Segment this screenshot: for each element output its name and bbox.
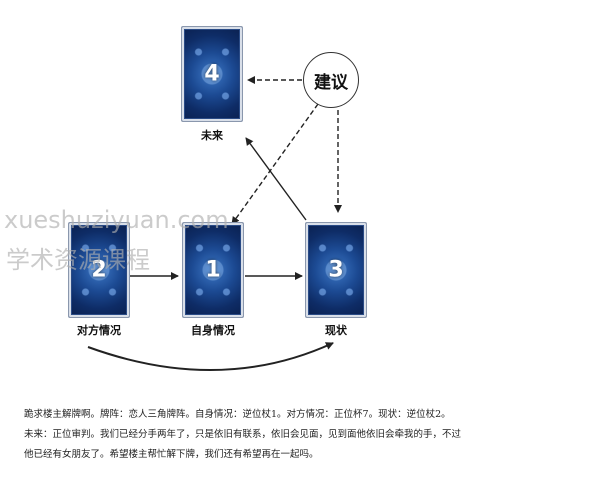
card-label-future: 未来 (201, 129, 223, 142)
card-label-present: 现状 (325, 324, 347, 337)
card-label-self: 自身情况 (191, 324, 235, 337)
arrow-present-to-future (245, 137, 307, 221)
arrow-other-to-present-curve (87, 342, 334, 372)
card-back-pattern (186, 226, 240, 314)
card-other: 2 (68, 222, 130, 318)
card-number: 1 (205, 257, 221, 283)
description-line-2: 未来：正位审判。我们已经分手两年了，只是依旧有联系，依旧会见面，见到面他依旧会牵… (24, 429, 462, 440)
advice-circle: 建议 (303, 52, 359, 108)
card-number: 3 (328, 257, 344, 283)
card-future: 4 (181, 26, 243, 122)
arrow-advice-to-self (231, 103, 319, 225)
card-label-other: 对方情况 (77, 324, 121, 337)
watermark-url: xueshuziyuan.com (4, 206, 229, 234)
card-self: 1 (182, 222, 244, 318)
description-line-1: 跪求楼主解牌啊。牌阵：恋人三角牌阵。自身情况：逆位杖1。对方情况：正位杯7。现状… (24, 409, 451, 420)
card-back-pattern (185, 30, 239, 118)
card-number: 4 (204, 61, 220, 87)
card-back-pattern (309, 226, 363, 314)
card-number: 2 (91, 257, 107, 283)
description-line-3: 他已经有女朋友了。希望楼主帮忙解下牌，我们还有希望再在一起吗。 (24, 449, 319, 460)
watermark-text: 学术资源课程 (6, 246, 150, 274)
card-present: 3 (305, 222, 367, 318)
question-description: 跪求楼主解牌啊。牌阵：恋人三角牌阵。自身情况：逆位杖1。对方情况：正位杯7。现状… (24, 405, 584, 465)
card-back-pattern (72, 226, 126, 314)
